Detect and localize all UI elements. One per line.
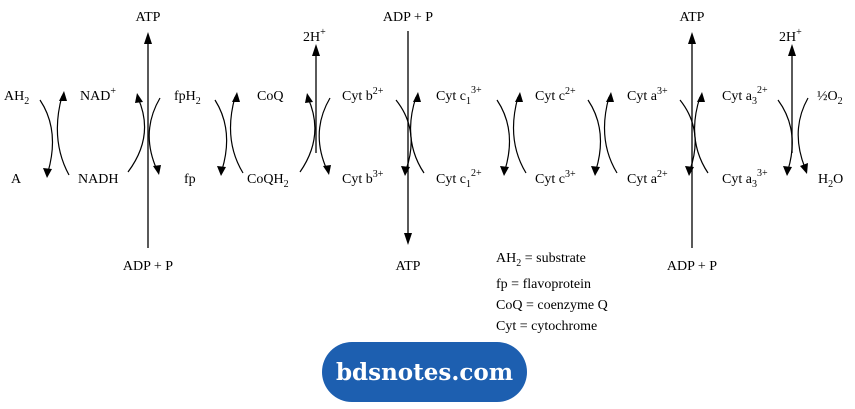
species-ah2: AH2 [4,89,29,107]
redox-pair-nadh-fp [127,93,161,175]
site-watermark-badge: bdsnotes.com [322,342,527,402]
species-half-o2: ½O2 [817,89,843,107]
proton-label-1: 2H+ [303,27,326,45]
legend-item: Cyt = cytochrome [496,318,598,334]
species-a: A [11,172,22,187]
redox-pair-cytc-cyta [587,92,618,176]
species-coq: CoQ [257,89,283,104]
species-fp: fp [184,172,196,187]
species-h2o: H2O [818,172,843,190]
phosphorylation-site-1 [144,32,152,248]
adp-p-label-1: ADP + P [123,259,173,274]
legend-item: fp = flavoprotein [496,276,591,292]
redox-pair-cyta-cyta3 [679,92,709,176]
proton-label-2: 2H+ [779,27,802,45]
species-cyt-a3-3plus: Cyt a33+ [722,168,768,190]
species-cyt-b-3plus: Cyt b3+ [342,169,384,187]
atp-label-3: ATP [680,10,705,25]
adp-p-label-3: ADP + P [667,259,717,274]
atp-label-2: ATP [396,259,421,274]
species-cyt-a-3plus: Cyt a3+ [627,86,668,104]
species-nadh: NADH [78,172,118,187]
species-cyt-c-2plus: Cyt c2+ [535,86,576,104]
legend-item: AH2 = substrate [496,251,586,269]
species-cyt-a3-2plus: Cyt a32+ [722,85,768,107]
adp-p-label-top: ADP + P [383,10,433,25]
species-cyt-c1-2plus: Cyt c12+ [436,168,482,190]
redox-pair-cytb-cytc1 [395,92,425,176]
species-nad: NAD+ [80,86,116,104]
redox-pair-ah2-nad [39,91,70,178]
redox-pair-coqh2-cytb [299,93,331,175]
redox-pair-fph2-coq [214,92,244,176]
species-coqh2: CoQH2 [247,172,289,190]
atp-label-1: ATP [136,10,161,25]
redox-pair-cytc1-cytc [496,92,527,176]
abbreviation-legend: AH2 = substrate fp = flavoprotein CoQ = … [496,248,608,337]
proton-release-1 [312,44,320,153]
species-fph2: fpH2 [174,89,201,107]
legend-item: CoQ = coenzyme Q [496,297,608,313]
species-cyt-c-3plus: Cyt c3+ [535,169,576,187]
species-cyt-c1-3plus: Cyt c13+ [436,85,482,107]
species-cyt-b-2plus: Cyt b2+ [342,86,384,104]
redox-pair-cyta3-oxygen [777,97,809,176]
phosphorylation-site-3 [688,32,696,248]
phosphorylation-site-2 [404,31,412,245]
species-cyt-a-2plus: Cyt a2+ [627,169,668,187]
